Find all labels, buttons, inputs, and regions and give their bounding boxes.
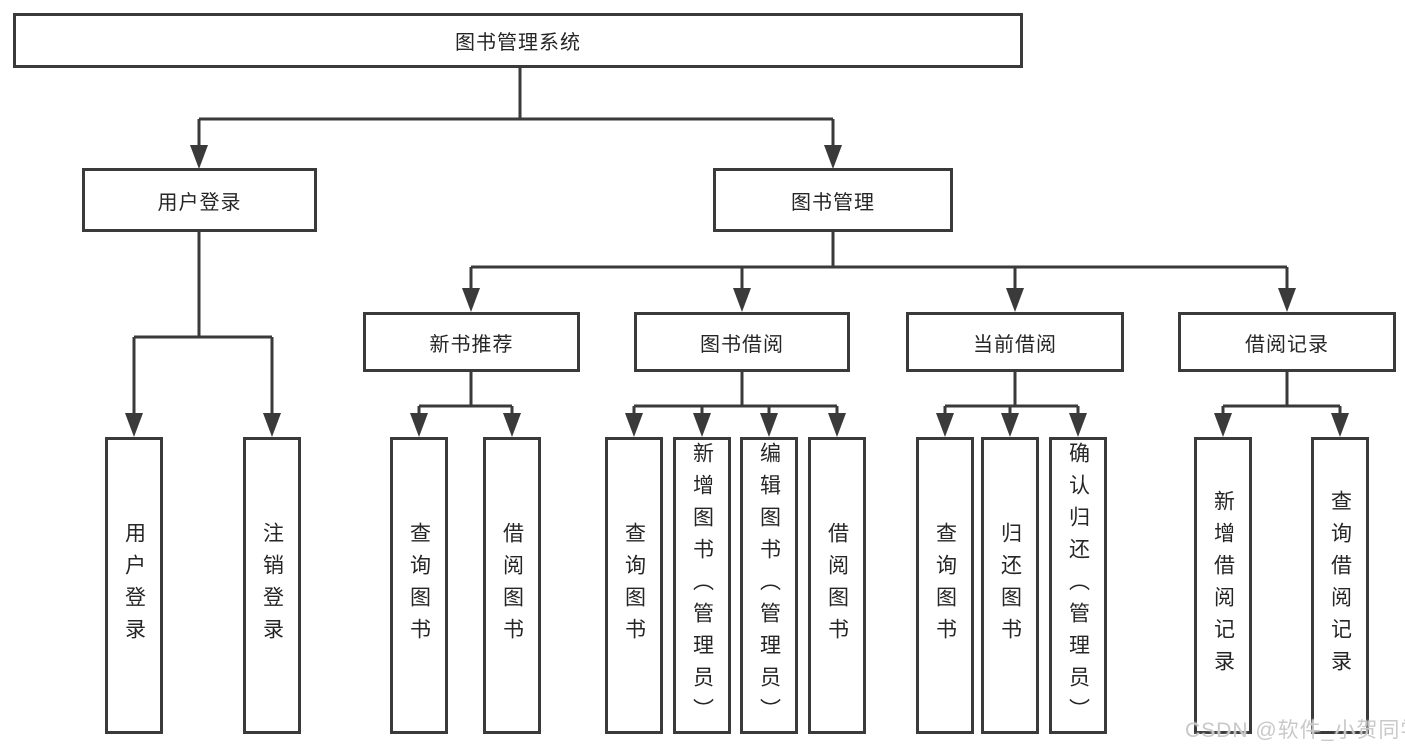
leaf-logout: 注销登录 <box>243 437 301 734</box>
leaf-edit-book-admin-label: 编辑图书（管理员） <box>757 441 781 730</box>
leaf-edit-book-admin: 编辑图书（管理员） <box>740 437 798 734</box>
connector-root <box>190 66 842 169</box>
leaf-add-borrow-record-label: 新增借阅记录 <box>1211 489 1235 682</box>
connector-group-current-borrow <box>936 369 1087 437</box>
node-book-borrow: 图书借阅 <box>634 312 850 372</box>
leaf-confirm-return-admin: 确认归还（管理员） <box>1049 437 1107 734</box>
node-user-login: 用户登录 <box>82 168 317 232</box>
leaf-query-book-recommend: 查询图书 <box>390 437 448 734</box>
node-root-system: 图书管理系统 <box>13 13 1023 68</box>
leaf-logout-label: 注销登录 <box>260 521 284 650</box>
leaf-return-book: 归还图书 <box>981 437 1039 734</box>
node-borrow-records-label: 借阅记录 <box>1245 333 1329 356</box>
connector-manage-branch <box>462 229 1296 312</box>
node-book-management-label: 图书管理 <box>791 191 875 214</box>
leaf-query-book-borrow-label: 查询图书 <box>622 521 646 650</box>
leaf-add-borrow-record: 新增借阅记录 <box>1194 437 1252 734</box>
leaf-query-book-recommend-label: 查询图书 <box>407 521 431 650</box>
leaf-query-borrow-record-label: 查询借阅记录 <box>1328 489 1352 682</box>
connector-group-book-borrow <box>625 369 846 437</box>
leaf-borrow-book-recommend-label: 借阅图书 <box>500 521 524 650</box>
leaf-borrow-book-label: 借阅图书 <box>825 521 849 650</box>
leaf-return-book-label: 归还图书 <box>998 521 1022 650</box>
node-current-borrow: 当前借阅 <box>906 312 1124 372</box>
connector-login-branch <box>125 229 281 437</box>
leaf-query-book-current-label: 查询图书 <box>933 521 957 650</box>
connector-group-borrow-records <box>1214 369 1349 437</box>
leaf-add-book-admin: 新增图书（管理员） <box>673 437 731 734</box>
node-user-login-label: 用户登录 <box>157 191 242 214</box>
leaf-user-login: 用户登录 <box>105 437 163 734</box>
node-current-borrow-label: 当前借阅 <box>973 333 1057 356</box>
node-book-borrow-label: 图书借阅 <box>700 333 784 356</box>
csdn-watermark: CSDN @软件_小贺同学 <box>1185 719 1405 742</box>
leaf-query-book-current: 查询图书 <box>916 437 974 734</box>
connector-group-new-book <box>410 369 521 437</box>
node-root-label: 图书管理系统 <box>455 32 581 54</box>
leaf-confirm-return-admin-label: 确认归还（管理员） <box>1066 441 1090 730</box>
leaf-borrow-book-recommend: 借阅图书 <box>483 437 541 734</box>
leaf-add-book-admin-label: 新增图书（管理员） <box>690 441 714 730</box>
leaf-query-book-borrow: 查询图书 <box>605 437 663 734</box>
leaf-query-borrow-record: 查询借阅记录 <box>1311 437 1369 734</box>
node-new-book-recommend: 新书推荐 <box>363 312 580 372</box>
leaf-borrow-book: 借阅图书 <box>808 437 866 734</box>
node-book-management: 图书管理 <box>713 168 953 232</box>
node-new-book-recommend-label: 新书推荐 <box>429 333 514 356</box>
node-borrow-records: 借阅记录 <box>1178 312 1396 372</box>
leaf-user-login-label: 用户登录 <box>122 521 146 650</box>
